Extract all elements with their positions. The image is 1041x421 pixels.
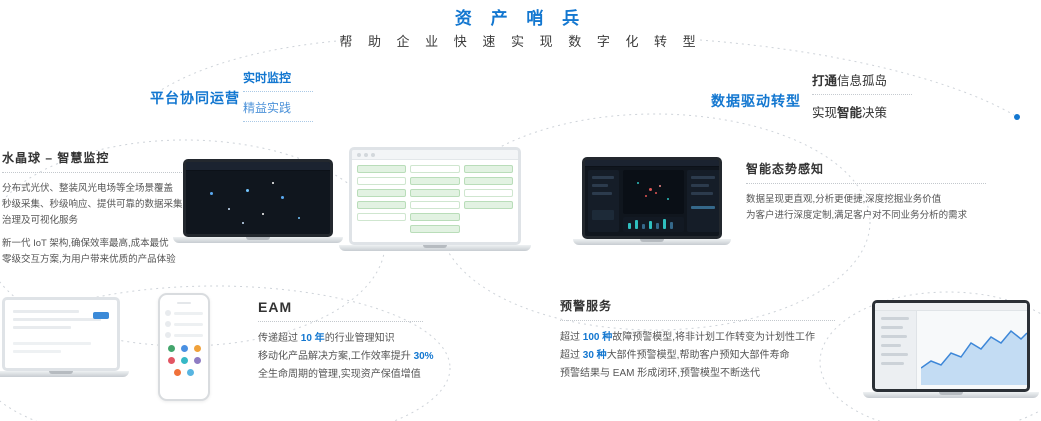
phone-app-mockup [158, 293, 210, 401]
section-title: 智能态势感知 [746, 162, 825, 176]
section-eam: EAM 传递超过 10 年的行业管理知识 移动化产品解决方案,工作效率提升 30… [258, 299, 434, 384]
branch-right-tags: 打通信息孤岛 实现智能决策 [812, 70, 912, 133]
body-line: 秒级采集、秒级响应、提供可靠的数据采集 [2, 199, 183, 210]
tag-smart-decisions: 实现智能决策 [812, 106, 888, 120]
laptop-screen [2, 297, 120, 371]
page-title: 资 产 哨 兵 [454, 9, 587, 28]
screen-topbar [352, 150, 518, 160]
laptop-document-mockup [0, 297, 129, 377]
branch-label-data-driven: 数据驱动转型 [711, 93, 801, 109]
body-line: 治理及可视化服务 [2, 215, 79, 226]
dotted-divider [746, 183, 986, 184]
laptop-base [173, 237, 343, 243]
area-chart [921, 329, 1027, 385]
tag-realtime-monitoring: 实时监控 [243, 69, 313, 92]
body-line: 超过 100 种故障预警模型,将非计划工作转变为计划性工作 [560, 332, 816, 343]
branch-label-platform-operation: 平台协同运营 [150, 90, 240, 106]
tag-lean-practice: 精益实践 [243, 99, 313, 122]
laptop-screen [582, 157, 722, 239]
body-line: 数据呈现更直观,分析更便捷,深度挖掘业务价值 [746, 194, 942, 205]
screen-topbar [186, 162, 330, 171]
body-line: 超过 30 种大部件预警模型,帮助客户预知大部件寿命 [560, 350, 790, 361]
laptop-base [573, 239, 731, 245]
screen-sidebar [875, 311, 917, 389]
body-line: 全生命周期的管理,实现资产保值增值 [258, 369, 421, 380]
page-subtitle: 帮 助 企 业 快 速 实 现 数 字 化 转 型 [339, 34, 702, 49]
display-screen [872, 300, 1030, 392]
display-base [863, 392, 1039, 398]
phone-speaker [177, 302, 191, 304]
section-title: EAM [258, 299, 293, 315]
section-title: 预警服务 [560, 299, 613, 313]
phone-screen [158, 293, 210, 401]
laptop-light-dashboard-mockup [339, 147, 531, 251]
app-icon-grid [165, 345, 203, 376]
dotted-divider [258, 321, 423, 322]
laptop-screen [349, 147, 521, 245]
laptop-dark-analytics-mockup [573, 157, 731, 245]
laptop-screen [183, 159, 333, 237]
curve-end-dot [1014, 114, 1020, 120]
laptop-dark-monitoring-mockup [173, 159, 343, 243]
section-title: 水晶球 – 智慧监控 [2, 151, 110, 165]
body-line: 分布式光伏、整装风光电场等全场景覆盖 [2, 183, 174, 194]
body-line: 传递超过 10 年的行业管理知识 [258, 333, 395, 344]
screen-topbar [585, 160, 719, 167]
dotted-divider [560, 320, 835, 321]
body-line: 新一代 IoT 架构,确保效率最高,成本最优 [2, 238, 169, 249]
body-line: 移动化产品解决方案,工作效率提升 30% [258, 351, 434, 362]
section-crystal-monitoring: 水晶球 – 智慧监控 分布式光伏、整装风光电场等全场景覆盖 秒级采集、秒级响应、… [2, 149, 183, 268]
laptop-base [339, 245, 531, 251]
dashboard-columns [352, 160, 518, 242]
section-warning-service: 预警服务 超过 100 种故障预警模型,将非计划工作转变为计划性工作 超过 30… [560, 297, 835, 383]
body-line: 零级交互方案,为用户带来优质的产品体验 [2, 254, 176, 265]
laptop-base [0, 371, 129, 377]
section-situational-awareness: 智能态势感知 数据呈现更直观,分析更便捷,深度挖掘业务价值 为客户进行深度定制,… [746, 160, 986, 224]
body-line: 为客户进行深度定制,满足客户对不同业务分析的需求 [746, 210, 968, 221]
dotted-divider [2, 172, 182, 173]
branch-left-tags: 实时监控 精益实践 [243, 69, 313, 129]
display-chart-mockup [863, 300, 1039, 398]
body-line: 预警结果与 EAM 形成闭环,预警模型不断迭代 [560, 368, 761, 379]
tag-break-data-silos: 打通信息孤岛 [812, 70, 912, 95]
